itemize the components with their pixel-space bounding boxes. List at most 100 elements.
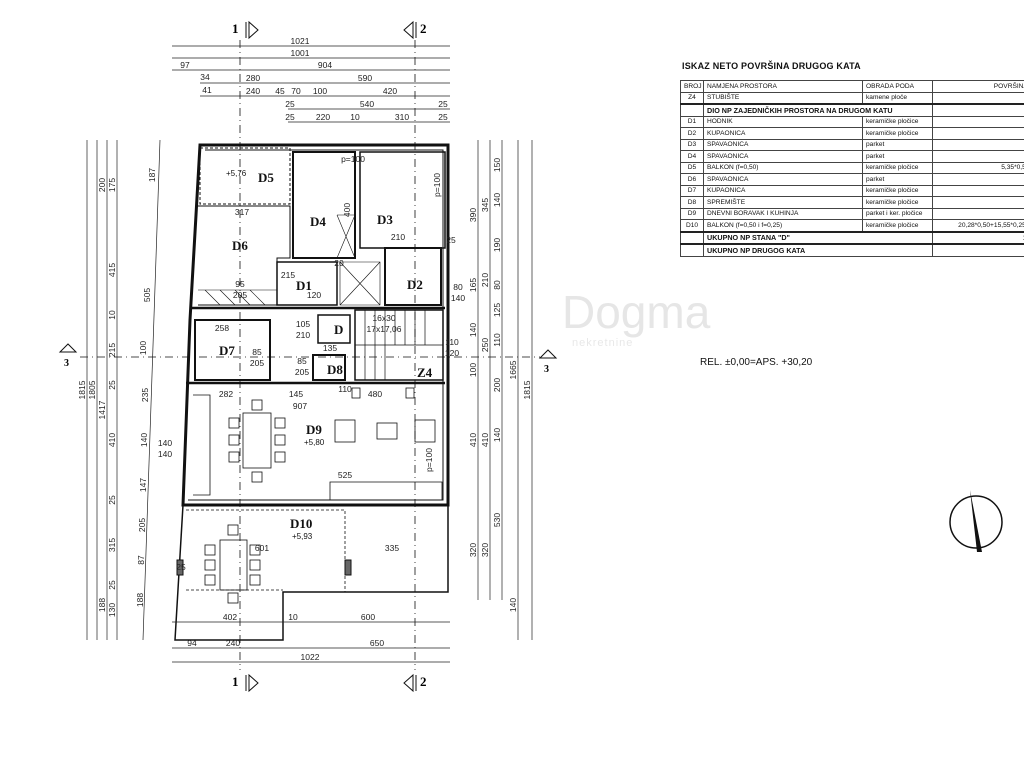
table-row: D6SPAVAONICAparket12 — [680, 173, 1024, 186]
table-cell: 20,28*0,50+15,55*0,25=14 — [932, 219, 1024, 232]
table-cell: BALKON (f=0,50 i f=0,25) — [703, 219, 863, 232]
table-cell: keramičke pločice — [862, 219, 933, 232]
north-arrow-icon — [949, 490, 1003, 552]
table-total-row: UKUPNO NP STANA "D"107, — [680, 230, 1024, 245]
dimension-label: 600 — [361, 612, 375, 622]
table-cell: UKUPNO NP STANA "D" — [703, 230, 933, 245]
table-cell: 1 — [932, 196, 1024, 209]
dimension-label: 410 — [468, 433, 478, 447]
level-d5: +5,76 — [226, 169, 247, 178]
room-label-d2: D2 — [407, 277, 423, 292]
table-cell: parket — [862, 150, 933, 163]
room-label-d5: D5 — [258, 170, 274, 185]
table-cell: parket — [862, 173, 933, 186]
dimension-label: 10 — [350, 112, 360, 122]
table-cell: SPAVAONICA — [703, 138, 863, 151]
table-cell: keramičke pločice — [862, 115, 933, 128]
dimension-label: 1022 — [301, 652, 320, 662]
dimension-label: 1805 — [87, 380, 97, 399]
table-cell: 5,35*0,50=2 — [932, 161, 1024, 174]
dimension-label: 100 — [468, 363, 478, 377]
dimension-label: 280 — [246, 73, 260, 83]
table-cell: D9 — [680, 207, 704, 220]
dimension-label: 110 — [338, 384, 352, 394]
dimension-label: 187 — [147, 168, 157, 182]
dimension-label: 335 — [385, 543, 399, 553]
room-d7 — [194, 319, 271, 381]
table-cell: STUBIŠTE — [703, 91, 863, 105]
svg-text:nekretnine: nekretnine — [572, 337, 633, 349]
room-label-d9: D9 — [306, 422, 322, 437]
dimension-label: 145 — [289, 389, 303, 399]
dimension-label: 215 — [107, 343, 117, 357]
level-d9: +5,80 — [304, 438, 325, 447]
room-label-d10: D10 — [290, 516, 312, 531]
dimension-label: 25 — [107, 495, 117, 505]
dimension-label: 200 — [97, 178, 107, 192]
dimension-label: 317 — [235, 207, 249, 217]
table-cell: BALKON (f=0,50) — [703, 161, 863, 174]
dimension-label: 140 — [158, 449, 172, 459]
dimension-label: 85 — [297, 356, 307, 366]
table-cell: DNEVNI BORAVAK I KUHINJA — [703, 207, 863, 220]
dimension-label: 97 — [180, 60, 190, 70]
dimension-label: 390 — [468, 208, 478, 222]
dimension-label: 210 — [296, 330, 310, 340]
table-cell: Z4 — [680, 91, 704, 105]
table-cell: 8 — [932, 150, 1024, 163]
dimension-label: 320 — [480, 543, 490, 557]
dimension-label: 150 — [492, 158, 502, 172]
dimension-label: 140 — [468, 323, 478, 337]
dimension-label: 34 — [200, 72, 210, 82]
svg-text:3: 3 — [544, 364, 549, 375]
dimension-label: 16x30 — [372, 313, 395, 323]
table-cell: 9 — [932, 91, 1024, 105]
dimension-label: 205 — [295, 367, 309, 377]
dimension-label: 210 — [391, 232, 405, 242]
dimension-label: 25 — [107, 580, 117, 590]
table-cell: 5 — [932, 184, 1024, 197]
table-cell: HODNIK — [703, 115, 863, 128]
sofa-set — [334, 387, 436, 443]
dimension-label: 140 — [158, 438, 172, 448]
dimension-label: p=100 — [424, 448, 434, 472]
dimension-label: 480 — [368, 389, 382, 399]
table-cell: 37 — [932, 207, 1024, 220]
table-cell: D3 — [680, 138, 704, 151]
dimension-label: 80 — [492, 280, 502, 290]
dimension-label: 205 — [250, 358, 264, 368]
dimension-label: 125 — [492, 303, 502, 317]
dimension-label: 25 — [285, 99, 295, 109]
table-cell: 9, — [932, 103, 1024, 117]
terrace-table — [204, 524, 261, 604]
dimension-label: 200 — [492, 378, 502, 392]
svg-text:1: 1 — [232, 674, 239, 689]
dimension-label: 25 — [285, 112, 295, 122]
dimension-label: 601 — [255, 543, 269, 553]
room-d5 — [199, 147, 291, 205]
dimension-label: 10 — [107, 310, 117, 320]
dimension-label: 140 — [492, 193, 502, 207]
table-cell: D1 — [680, 115, 704, 128]
table-cell: DIO NP ZAJEDNIČKIH PROSTORA NA DRUGOM KA… — [703, 103, 933, 117]
dimension-label: 220 — [316, 112, 330, 122]
dimension-label: 140 — [492, 428, 502, 442]
dimension-label: 110 — [492, 333, 502, 347]
table-cell: OBRADA PODA — [862, 80, 933, 93]
svg-text:2: 2 — [420, 674, 427, 689]
dimension-label: 415 — [107, 263, 117, 277]
dimension-label: 25 — [176, 562, 186, 572]
dining-table — [228, 399, 286, 483]
room-label-d: D — [334, 322, 343, 337]
table-cell: BROJ — [680, 80, 704, 93]
table-cell: D2 — [680, 127, 704, 140]
dimension-label: 402 — [223, 612, 237, 622]
table-cell: keramičke pločice — [862, 184, 933, 197]
svg-text:2: 2 — [420, 21, 427, 36]
dimension-label: 205 — [233, 290, 247, 300]
dimension-label: 904 — [318, 60, 332, 70]
